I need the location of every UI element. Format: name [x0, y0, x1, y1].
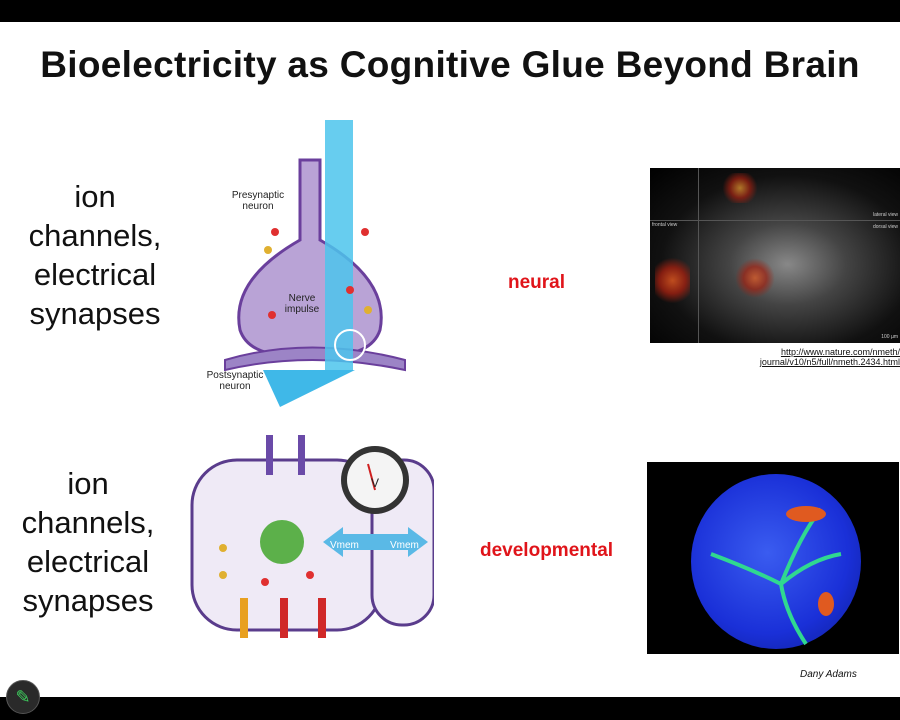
frontal-view-label: frontal view	[652, 222, 678, 228]
pencil-icon: ✎	[15, 686, 31, 707]
edit-button[interactable]: ✎	[6, 680, 40, 714]
neural-label: neural	[508, 272, 566, 293]
synapse-diagram	[224, 120, 406, 407]
vmem-right-label: Vmem	[390, 540, 419, 551]
slide-title: Bioelectricity as Cognitive Glue Beyond …	[40, 44, 860, 85]
zebrafish-brain-image: frontal view lateral view dorsal view 10…	[650, 168, 900, 343]
developmental-label: developmental	[480, 540, 614, 561]
row1-label: ion channels, electrical synapses	[28, 179, 162, 331]
lateral-view-label: lateral view	[872, 212, 898, 218]
vmem-left-label: Vmem	[330, 540, 359, 551]
presynaptic-label: Presynaptic neuron	[231, 190, 285, 212]
embryo-voltage-image	[647, 462, 899, 654]
row2-label: ion channels, electrical synapses	[21, 466, 155, 618]
cell-diagram: V	[190, 435, 434, 638]
scale-bar-label: 100 µm	[881, 334, 898, 340]
dorsal-view-label: dorsal view	[872, 224, 898, 230]
nerve-impulse-label: Nerve impulse	[284, 293, 320, 315]
bottom-bar	[0, 697, 900, 720]
source-link[interactable]: http://www.nature.com/nmeth/ journal/v10…	[759, 347, 900, 367]
credit-text: Dany Adams	[800, 669, 857, 680]
top-bar	[0, 0, 900, 22]
postsynaptic-label: Postsynaptic neuron	[206, 370, 264, 392]
meter-label: V	[371, 476, 379, 490]
